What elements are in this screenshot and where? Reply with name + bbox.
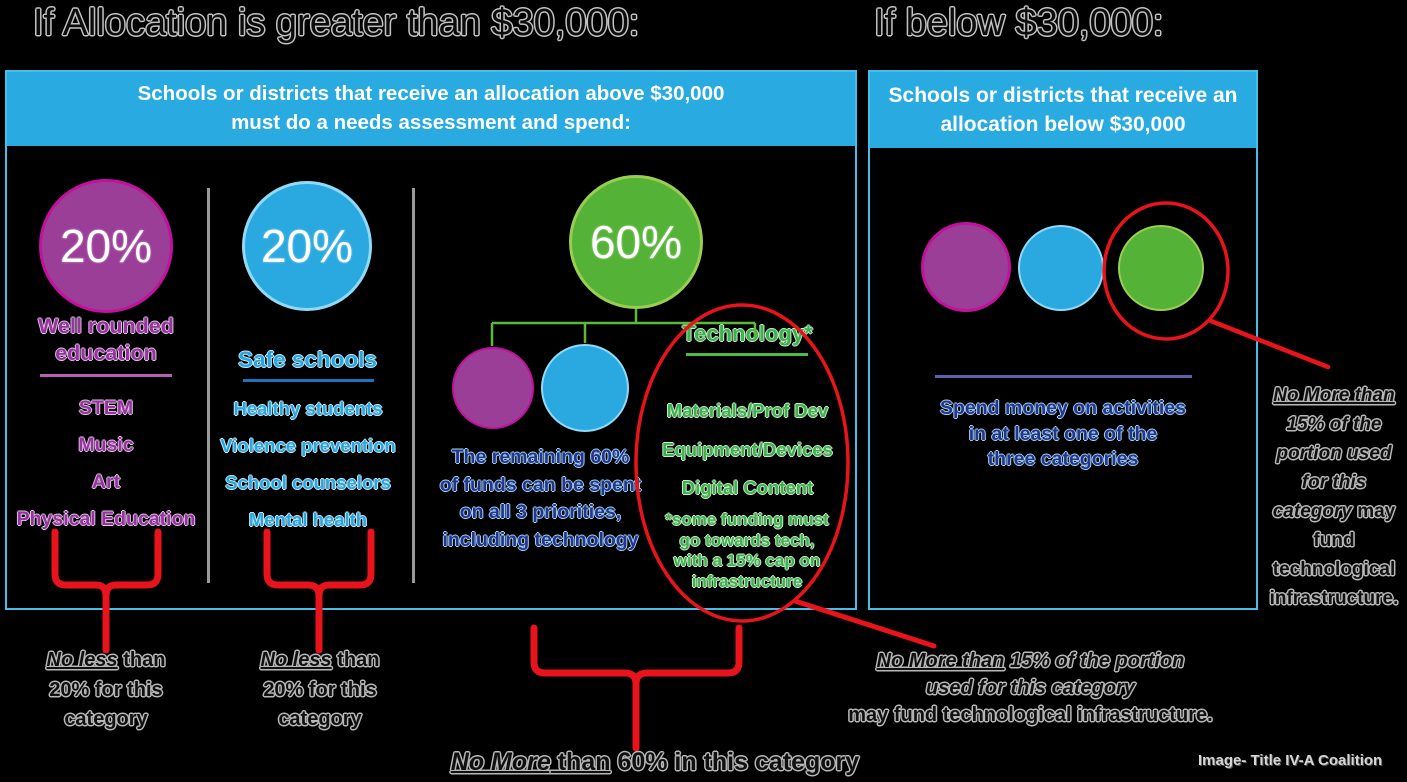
annotation-text: 60% in this category: [610, 748, 860, 776]
annotation-text: than 20% for this category: [49, 649, 166, 730]
safe-schools-circle: 20%: [242, 181, 372, 311]
right-header-line2-pre: allocation: [940, 113, 1045, 136]
sixty-percent-label: 60%: [589, 216, 683, 268]
annotation-no-less-2: No less than 20% for this category: [242, 646, 398, 735]
list-item: Physical Education: [16, 508, 196, 530]
left-header-line1-bold: above: [585, 82, 645, 106]
list-item: Violence prevention: [220, 435, 396, 456]
annotation-italic: 15% of the portion: [1004, 650, 1185, 672]
technology-underline: [686, 353, 808, 356]
annotation-emphasis: No less: [46, 649, 118, 671]
brace-column1: [51, 528, 162, 654]
list-item: Art: [91, 471, 121, 493]
note-line2: used for this category: [926, 677, 1135, 699]
right-caption-rule: [935, 375, 1192, 378]
annotation-no-less-1: No less than 20% for this category: [28, 646, 184, 735]
right-header-line2-post: $30,000: [1103, 113, 1186, 136]
left-panel-header: Schools or districts that receive an all…: [7, 72, 855, 146]
left-header-line2: must do a needs assessment and spend:: [231, 111, 631, 134]
well-rounded-title: Well rounded education: [38, 314, 174, 365]
annotation-emphasis: No More: [450, 748, 551, 776]
right-green-red-ring: [1102, 201, 1230, 341]
well-rounded-circle: 20%: [39, 179, 173, 313]
annotation-no-more-15-left: No More than 15% of the portion used for…: [828, 648, 1233, 729]
left-panel: [5, 70, 857, 610]
annotation-no-more-60: No More than 60% in this category: [440, 748, 870, 777]
right-panel-header: Schools or districts that receive an all…: [870, 72, 1256, 148]
right-purple-circle: [921, 222, 1011, 312]
red-pointer-line-left: [792, 598, 937, 649]
list-item: STEM: [78, 397, 134, 419]
well-rounded-underline: [40, 374, 172, 377]
safe-schools-items: Healthy students Violence prevention Sch…: [210, 390, 406, 538]
sixty-percent-circle: 60%: [569, 175, 703, 309]
image-credit: Image- Title IV-A Coalition: [1198, 752, 1383, 769]
left-header-line1-pre: Schools or districts that receive an all…: [137, 82, 586, 106]
annotation-emphasis: No More than: [1273, 385, 1395, 406]
right-header-line2: allocation below $30,000: [870, 110, 1256, 139]
technology-red-ellipse: [634, 303, 850, 623]
annotation-emphasis: No less: [260, 649, 332, 671]
well-rounded-percent: 20%: [59, 220, 153, 272]
right-panel: [868, 70, 1258, 610]
list-item: Healthy students: [233, 398, 383, 419]
title-left: If Allocation is greater than $30,000:: [33, 2, 640, 44]
title-right: If below $30,000:: [874, 2, 1164, 44]
list-item: Equipment/Devices: [662, 438, 833, 460]
well-rounded-items: STEM Music Art Physical Education: [8, 390, 204, 538]
annotation-text: than 20% for this category: [263, 649, 380, 730]
list-item: Music: [78, 434, 134, 456]
list-item: Materials/Prof Dev: [666, 400, 829, 421]
left-header-line1-post: $30,000: [644, 82, 725, 106]
right-green-circle: [1118, 225, 1204, 311]
safe-schools-underline: [243, 379, 374, 382]
annotation-emphasis: No More than: [876, 650, 1005, 672]
brace-column3: [530, 624, 743, 752]
list-item: School counselors: [225, 472, 391, 493]
right-blue-circle: [1018, 225, 1104, 311]
brace-column2: [263, 528, 375, 654]
sixty-percent-caption: The remaining 60% of funds can be spent …: [439, 446, 642, 551]
mini-purple-circle: [452, 347, 534, 429]
list-item: Digital Content: [681, 477, 814, 498]
technology-items: Materials/Prof Dev Equipment/Devices Dig…: [650, 392, 845, 508]
annotation-italic: 15% of the portion used for this categor…: [1272, 414, 1392, 522]
left-header-line1: Schools or districts that receive an all…: [7, 80, 855, 109]
right-header-line2-bold: below: [1044, 113, 1104, 136]
annotation-no-more-15-right: No More than 15% of the portion used for…: [1263, 381, 1405, 613]
column-divider-1: [207, 188, 210, 583]
annotation-underline: than: [550, 748, 611, 776]
technology-title: Technology*: [682, 321, 813, 346]
tree-connector: [490, 309, 757, 346]
annotation-text: may fund technological infrastructure.: [1269, 501, 1399, 609]
note-line1: No More than 15% of the portion: [828, 648, 1233, 675]
right-header-line1: Schools or districts that receive an: [888, 83, 1238, 107]
right-caption: Spend money on activities in at least on…: [940, 397, 1186, 470]
list-item: Mental health: [248, 509, 368, 530]
safe-schools-title: Safe schools: [238, 347, 377, 372]
column-divider-2: [412, 188, 415, 583]
technology-note: *some funding must go towards tech, with…: [665, 510, 829, 591]
note-line3: may fund technological infrastructure.: [848, 704, 1213, 726]
mini-blue-circle: [541, 344, 629, 432]
red-pointer-line-right: [1208, 318, 1331, 370]
safe-schools-percent: 20%: [260, 220, 354, 272]
